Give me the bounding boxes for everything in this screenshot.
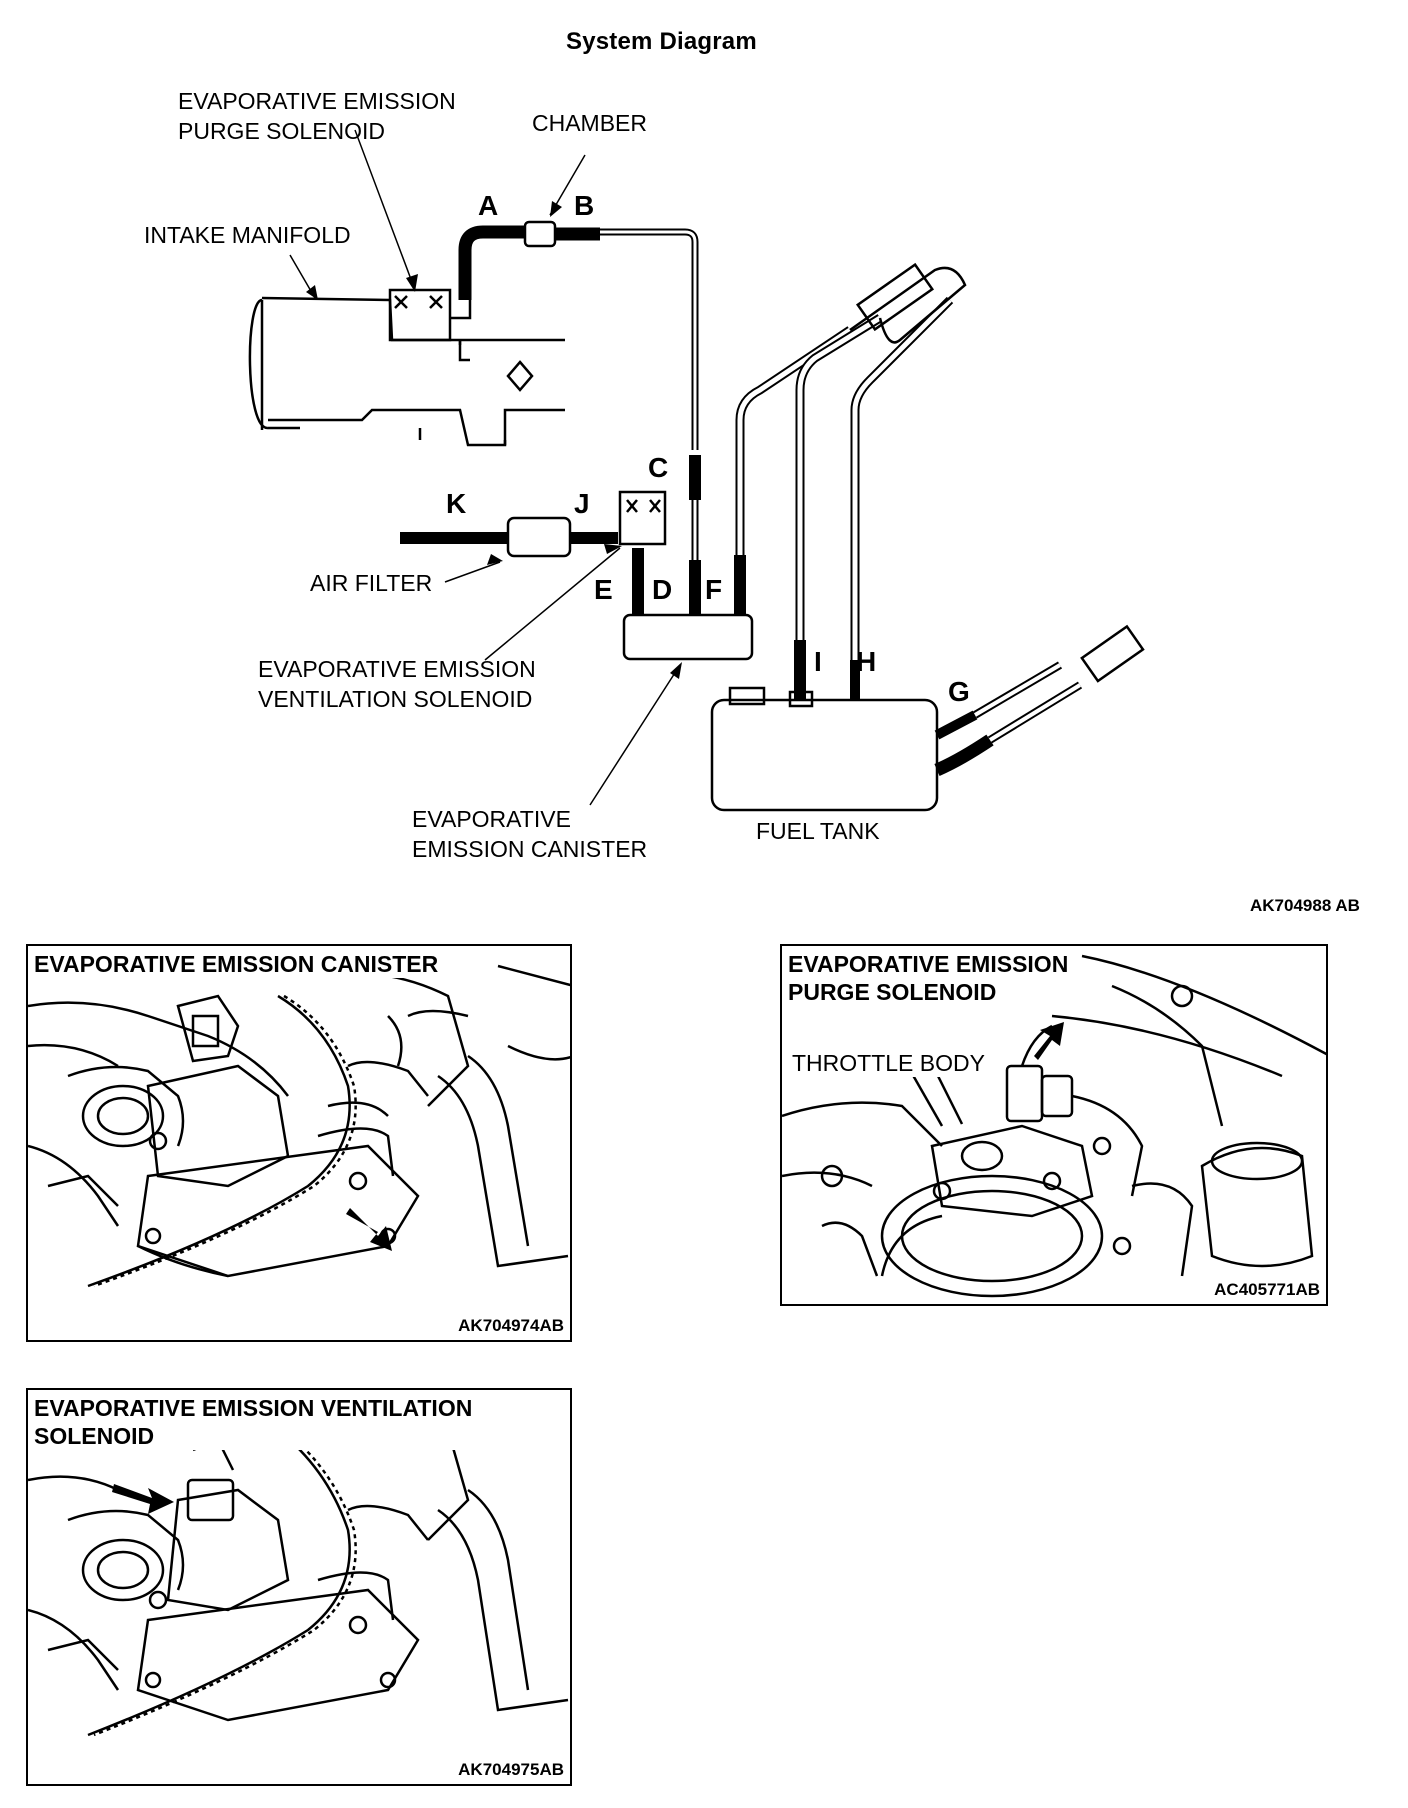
chamber-label: CHAMBER bbox=[532, 110, 648, 136]
canister-panel-ref: AK704974AB bbox=[454, 1316, 564, 1336]
purge-panel-title-line2: PURGE SOLENOID bbox=[788, 979, 997, 1005]
canister-label-line2: EMISSION CANISTER bbox=[412, 836, 648, 862]
hose-letter-d: D bbox=[652, 574, 673, 605]
ventilation-photo-panel: EVAPORATIVE EMISSION VENTILATION SOLENOI… bbox=[26, 1388, 572, 1786]
hose-letter-j: J bbox=[574, 488, 590, 519]
purge-panel-title: EVAPORATIVE EMISSION PURGE SOLENOID bbox=[788, 950, 1075, 1006]
hose-letter-a: A bbox=[478, 190, 499, 221]
purge-solenoid-label: EVAPORATIVE EMISSION PURGE SOLENOID bbox=[178, 86, 456, 146]
hose-letter-c: C bbox=[648, 452, 669, 483]
canister-illustration bbox=[28, 964, 570, 1288]
system-diagram bbox=[248, 129, 1145, 812]
diagram-title: System Diagram bbox=[566, 28, 757, 55]
ventilation-panel-ref: AK704975AB bbox=[454, 1760, 564, 1780]
ventilation-panel-title-line2: SOLENOID bbox=[34, 1423, 155, 1449]
ventilation-panel-title: EVAPORATIVE EMISSION VENTILATION SOLENOI… bbox=[34, 1394, 479, 1450]
ventilation-solenoid-label: EVAPORATIVE EMISSION VENTILATION SOLENOI… bbox=[258, 654, 536, 714]
canister-label-line1: EVAPORATIVE bbox=[412, 806, 571, 832]
hose-letter-f: F bbox=[705, 574, 723, 605]
canister-label: EVAPORATIVE EMISSION CANISTER bbox=[412, 804, 647, 864]
purge-panel-ref: AC405771AB bbox=[1210, 1280, 1320, 1300]
purge-panel-title-line1: EVAPORATIVE EMISSION bbox=[788, 951, 1069, 977]
purge-photo-panel: EVAPORATIVE EMISSION PURGE SOLENOID THRO… bbox=[780, 944, 1328, 1306]
canister-panel-title: EVAPORATIVE EMISSION CANISTER bbox=[34, 950, 445, 978]
throttle-body-label: THROTTLE BODY bbox=[792, 1050, 985, 1077]
canister-photo-panel: EVAPORATIVE EMISSION CANISTER bbox=[26, 944, 572, 1342]
fuel-tank-label: FUEL TANK bbox=[756, 818, 880, 844]
purge-solenoid-label-line2: PURGE SOLENOID bbox=[178, 118, 386, 144]
ventilation-solenoid-label-line1: EVAPORATIVE EMISSION bbox=[258, 656, 536, 682]
ventilation-solenoid-label-line2: VENTILATION SOLENOID bbox=[258, 686, 533, 712]
hose-letter-e: E bbox=[594, 574, 613, 605]
hose-letter-k: K bbox=[446, 488, 467, 519]
hose-letter-h: H bbox=[856, 646, 877, 677]
hose-letter-i: I bbox=[814, 646, 822, 677]
hose-letter-g: G bbox=[948, 676, 970, 707]
ventilation-panel-title-line1: EVAPORATIVE EMISSION VENTILATION bbox=[34, 1395, 473, 1421]
intake-manifold-label: INTAKE MANIFOLD bbox=[144, 222, 351, 248]
diagram-ref: AK704988 AB bbox=[1250, 896, 1360, 915]
purge-solenoid-label-line1: EVAPORATIVE EMISSION bbox=[178, 88, 456, 114]
air-filter-label: AIR FILTER bbox=[310, 570, 433, 596]
hose-letter-b: B bbox=[574, 190, 595, 221]
